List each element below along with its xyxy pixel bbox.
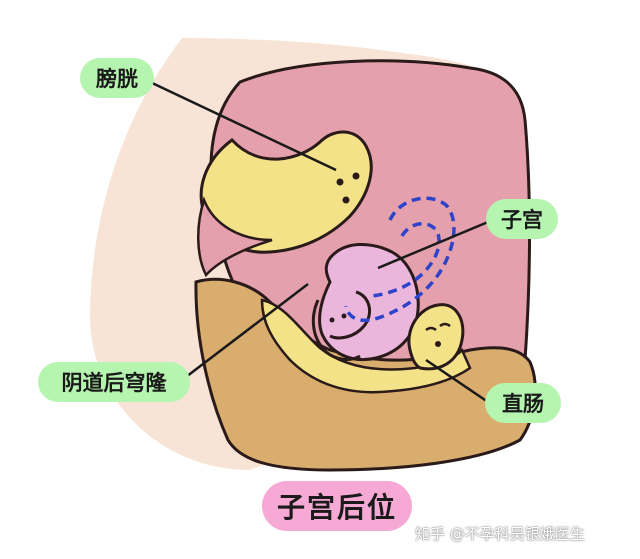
leader-line-bladder (149, 80, 337, 172)
bladder-face (336, 172, 360, 204)
label-uterus: 子宫 (486, 199, 558, 239)
rectum (407, 303, 465, 371)
pelvic-floor-band (260, 298, 472, 394)
uterine-canal (329, 290, 372, 340)
bladder-fold (196, 196, 273, 278)
label-rectum: 直肠 (485, 383, 561, 423)
uterus-face (329, 313, 347, 323)
rectum-face (425, 322, 451, 347)
label-vaginal-fornix: 阴道后穹隆 (38, 362, 190, 402)
diagram-title: 子宫后位 (262, 481, 412, 531)
normal-position-outline (344, 196, 456, 323)
leader-line-rectum (425, 358, 489, 404)
watermark: 知乎 @不孕科吴银娥医生 (415, 525, 585, 543)
leader-line-fornix (181, 283, 309, 381)
label-bladder: 膀胱 (80, 58, 154, 98)
leader-line-uterus (377, 220, 489, 270)
cervix (311, 299, 361, 361)
normal-position-outline-inner (371, 222, 441, 298)
